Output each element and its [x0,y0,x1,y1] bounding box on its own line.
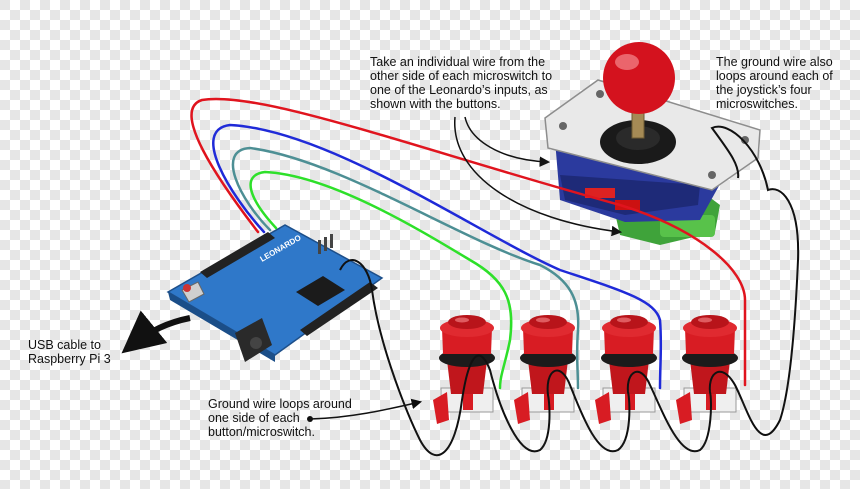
joystick-wires-note: Take an individual wire from the other s… [370,55,553,111]
ground-wire [339,125,800,457]
green-wire [249,170,513,390]
arcade-button-icon [676,315,738,424]
arcade-button-icon [433,315,495,424]
arrow-icon [464,116,551,167]
usb-cable-note: USB cable to Raspberry Pi 3 [28,338,111,366]
usb-cable-arrow-icon [121,310,191,354]
blue-wire [212,123,663,390]
arrow-icon [454,116,623,237]
arcade-button-icon [595,315,657,424]
arrow-icon [309,398,423,420]
arrow-origin-dot [307,416,313,422]
red-wire [190,97,747,387]
arcade-button-icon [514,315,576,424]
joystick-ground-note: The ground wire also loops around each o… [716,55,833,111]
teal-wire [231,146,580,390]
joystick-icon [544,42,761,245]
arduino-board-icon: LEONARDO [166,224,384,362]
button-ground-note: Ground wire loops around one side of eac… [208,397,352,439]
